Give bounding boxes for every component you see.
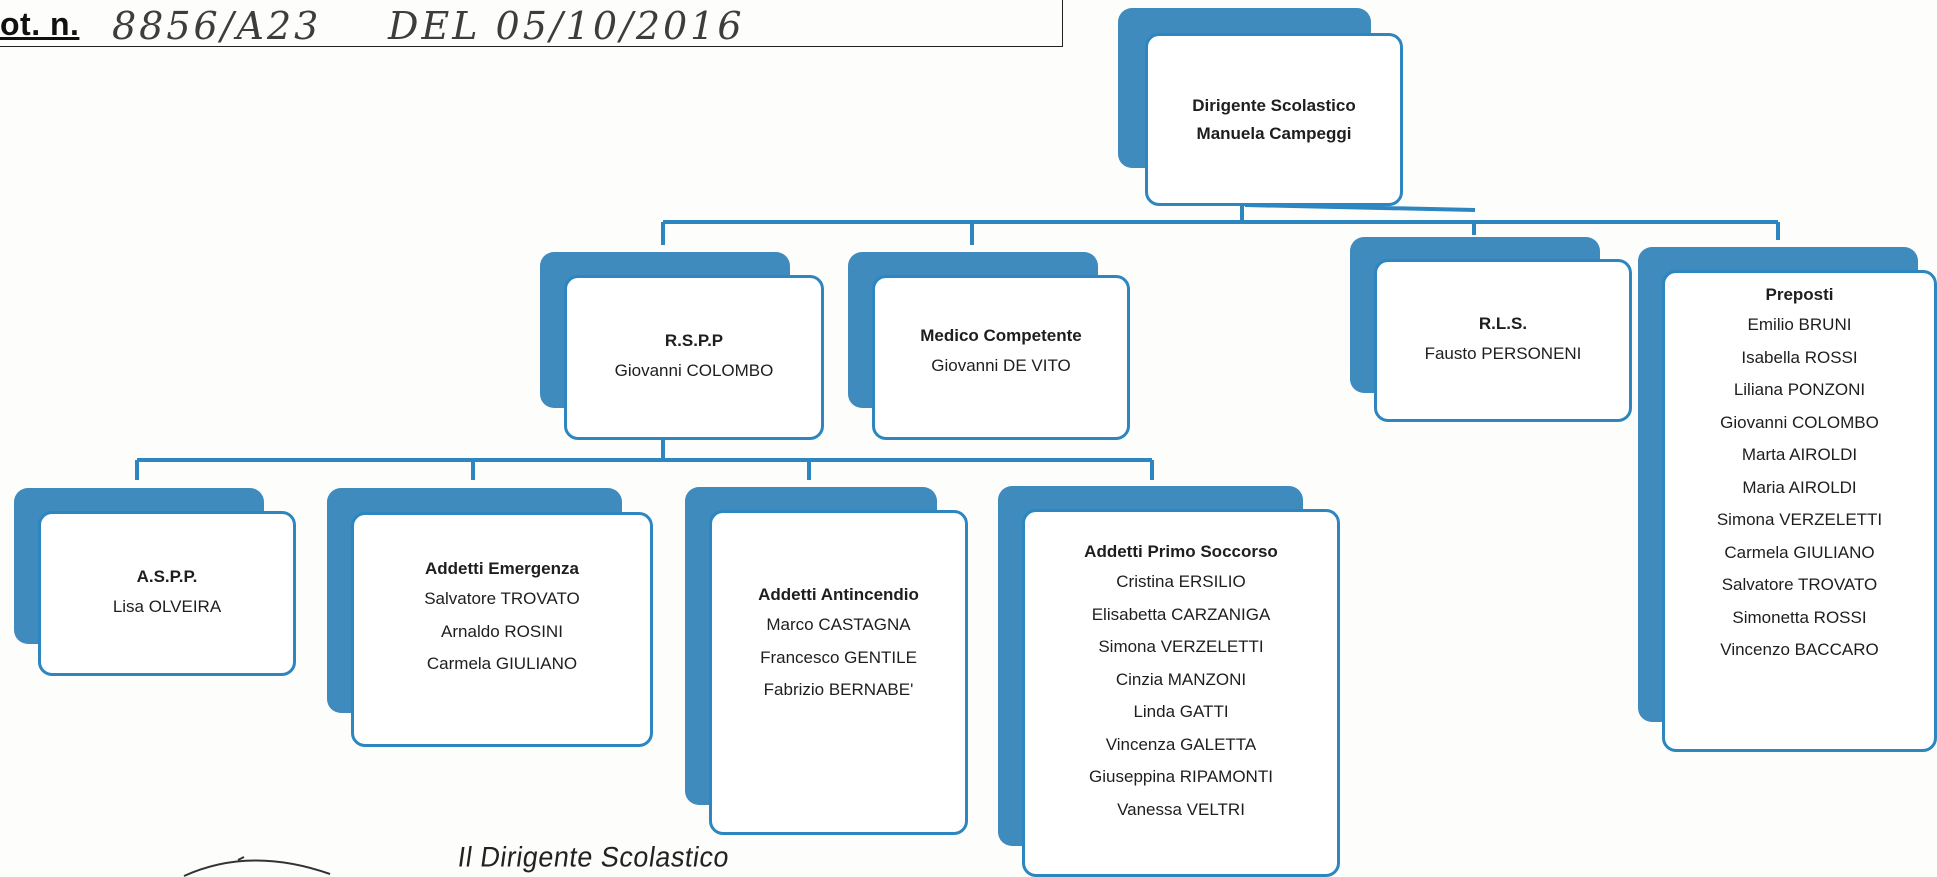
node-title: Preposti [1765, 285, 1834, 304]
node-member: Carmela GIULIANO [1724, 542, 1875, 562]
node-member: Maria AIROLDI [1742, 477, 1857, 497]
node-member: Arnaldo ROSINI [441, 621, 563, 641]
node-member: Fabrizio BERNABE' [763, 680, 914, 699]
node-member: Giovanni COLOMBO [1720, 412, 1879, 432]
node-member: Salvatore TROVATO [424, 589, 580, 608]
node-member: Marta AIROLDI [1741, 445, 1858, 464]
node-member: Vincenzo BACCARO [1720, 640, 1879, 659]
node-member: Giovanni COLOMBO [614, 361, 774, 381]
node-member: Cristina ERSILIO [1116, 572, 1246, 591]
node-member: Liliana PONZONI [1733, 380, 1866, 399]
node-member: Elisabetta CARZANIGA [1091, 604, 1271, 624]
node-member: Vanessa VELTRI [1117, 799, 1245, 819]
node-title: A.S.P.P. [136, 567, 198, 587]
signature-title: Il Dirigente Scolastico [455, 841, 732, 873]
protocol-label: ot. n. [0, 6, 80, 42]
node-member: Giovanni DE VITO [931, 356, 1071, 375]
node-member: Fausto PERSONENI [1424, 344, 1582, 363]
node-member: Linda GATTI [1133, 702, 1229, 721]
protocol-number: 8856/A23 [112, 4, 322, 48]
node-member: Cinzia MANZONI [1115, 669, 1247, 689]
node-member: Simonetta ROSSI [1732, 607, 1867, 627]
node-title: Addetti Primo Soccorso [1084, 542, 1278, 561]
node-member: Carmela GIULIANO [426, 654, 578, 673]
node-member: Simona VERZELETTI [1716, 510, 1883, 529]
node-member: Emilio BRUNI [1747, 315, 1852, 334]
node-member: Isabella ROSSI [1741, 347, 1858, 367]
protocol-box [0, 0, 1063, 47]
node-member: Vincenza GALETTA [1105, 734, 1257, 754]
node-member: Manuela Campeggi [1196, 123, 1352, 143]
node-title: Medico Competente [920, 326, 1082, 345]
node-title: Dirigente Scolastico [1192, 95, 1356, 115]
protocol-date: DEL 05/10/2016 [388, 4, 745, 48]
node-member: Marco CASTAGNA [766, 615, 911, 634]
node-title: Addetti Antincendio [758, 585, 919, 604]
node-member: Giuseppina RIPAMONTI [1089, 767, 1273, 786]
node-member: Salvatore TROVATO [1721, 575, 1878, 594]
node-member: Simona VERZELETTI [1098, 637, 1264, 656]
stamp-arc [183, 856, 331, 877]
node-member: Francesco GENTILE [760, 647, 917, 667]
node-title: Addetti Emergenza [425, 559, 579, 578]
node-title: R.S.P.P [664, 331, 724, 351]
node-member: Lisa OLVEIRA [112, 597, 222, 617]
node-title: R.L.S. [1478, 314, 1528, 333]
